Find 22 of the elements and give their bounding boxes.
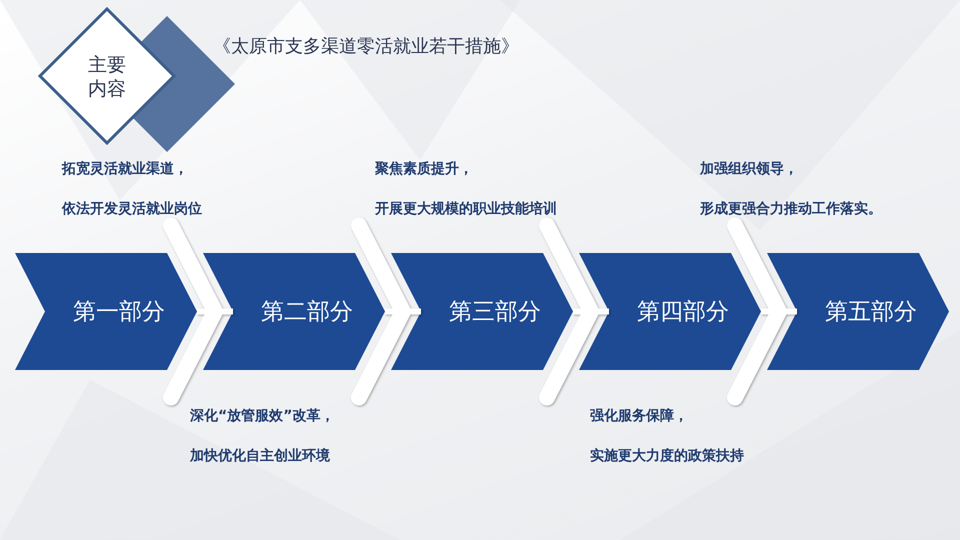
description-text: 聚焦素质提升，: [375, 160, 473, 178]
chevron-arrow: [351, 218, 421, 406]
description-text: 依法开发灵活就业岗位: [62, 200, 202, 218]
title: 《太原市支多渠道零活就业若干措施》: [213, 35, 519, 58]
description-text: 强化服务保障，: [590, 407, 688, 425]
description-text: 加快优化自主创业环境: [190, 447, 330, 465]
description-text: 拓宽灵活就业渠道，: [62, 160, 188, 178]
band-label: 第一部分: [73, 298, 165, 326]
band-label: 第二部分: [261, 298, 353, 326]
description-text: 开展更大规模的职业技能培训: [375, 200, 557, 218]
chevron-arrow: [727, 218, 797, 406]
band-label: 第五部分: [825, 298, 917, 326]
band-label: 第三部分: [449, 298, 541, 326]
description-text: 深化“放管服效”改革，: [190, 407, 334, 425]
description-text: 加强组织领导，: [700, 160, 798, 178]
description-text: 形成更强合力推动工作落实。: [700, 200, 882, 218]
chevron-arrow: [539, 218, 609, 406]
diamond-label: 主要内容: [87, 53, 127, 101]
band-label: 第四部分: [637, 298, 729, 326]
chevron-arrow: [163, 218, 233, 406]
heading-diamond: [37, 6, 177, 146]
description-text: 实施更大力度的政策扶持: [590, 447, 744, 465]
